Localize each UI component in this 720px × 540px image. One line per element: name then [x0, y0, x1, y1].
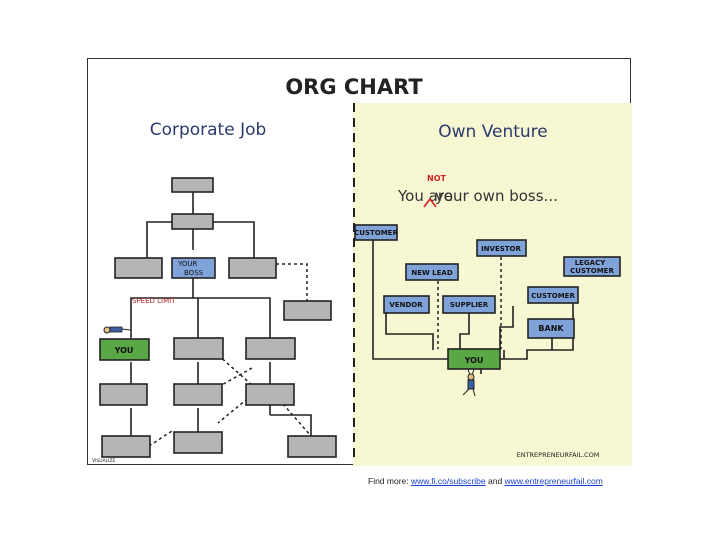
your-boss-box	[171, 257, 216, 279]
vendor-box	[383, 295, 430, 314]
own-venture-heading: Own Venture	[438, 122, 548, 142]
org-box-vp	[171, 213, 214, 230]
org-box-peer-right	[228, 257, 277, 279]
new-lead-label: NEW LEAD	[411, 269, 452, 277]
corporate-job-heading: Corporate Job	[150, 120, 267, 140]
org-box-4-left	[101, 435, 151, 458]
vendor-label: VENDOR	[389, 301, 423, 309]
customer2-box	[527, 286, 579, 304]
new-lead-box	[405, 263, 459, 281]
speed-limit-label: SPEED LIMIT	[132, 297, 176, 305]
venture-connectors	[372, 237, 574, 374]
legacy-customer-label-2: CUSTOMER	[570, 267, 614, 275]
chart-title: ORG CHART	[285, 75, 423, 99]
org-box-4-right	[287, 435, 337, 458]
entrepreneurfail-link[interactable]: www.entrepreneurfail.com	[504, 476, 603, 486]
footer-text: Find more: www.fi.co/subscribe and www.e…	[368, 476, 603, 486]
org-box-coworker-1	[173, 337, 224, 360]
you-label-venture: YOU	[464, 356, 484, 365]
tagline-after: your own boss...	[435, 187, 558, 205]
org-box-ceo	[171, 177, 214, 193]
you-box-corporate	[99, 338, 150, 361]
own-venture-background	[353, 103, 632, 466]
bank-label: BANK	[538, 324, 564, 333]
footer-prefix: Find more:	[368, 476, 411, 486]
caret-mark	[423, 197, 437, 208]
artist-signature: VISUALIZE	[92, 458, 116, 464]
investor-label: INVESTOR	[481, 245, 521, 253]
org-box-peer-left	[114, 257, 163, 279]
org-box-3-mid	[173, 383, 223, 406]
hanging-person-figure-venture	[462, 368, 476, 397]
org-chart-cartoon: ORG CHART Corporate Job Own Venture You …	[87, 58, 632, 466]
org-chart-drawing: ORG CHART Corporate Job Own Venture You …	[92, 75, 632, 466]
bank-box	[527, 318, 575, 339]
org-box-coworker-2	[245, 337, 296, 360]
corporate-dotted-links	[148, 263, 312, 447]
entrepreneurfail-credit: ENTREPRENEURFAIL.COM	[517, 451, 600, 459]
your-boss-label-1: YOUR	[177, 260, 198, 268]
legacy-customer-box	[563, 256, 621, 277]
legacy-customer-label-1: LEGACY	[575, 259, 607, 267]
hanging-person-figure	[103, 326, 131, 334]
customer2-label: CUSTOMER	[531, 292, 575, 300]
subscribe-link[interactable]: www.fi.co/subscribe	[411, 476, 486, 486]
investor-box	[476, 239, 527, 257]
you-label-corporate: YOU	[114, 346, 134, 355]
tagline-before: You are	[397, 187, 453, 205]
supplier-box	[442, 295, 496, 314]
org-box-3-left	[99, 383, 148, 406]
venture-boxes	[354, 224, 621, 339]
org-box-3-right	[245, 383, 295, 406]
your-boss-label-2: BOSS	[184, 269, 204, 277]
tagline-not: NOT	[427, 174, 446, 183]
customer-label: CUSTOMER	[354, 229, 398, 237]
supplier-label: SUPPLIER	[450, 301, 489, 309]
customer-box	[354, 224, 398, 241]
corporate-boxes	[99, 177, 337, 458]
venture-dotted-links	[437, 257, 502, 349]
footer-middle: and	[485, 476, 505, 486]
org-box-4-mid	[173, 431, 223, 454]
org-box-dotted-report	[283, 300, 332, 321]
